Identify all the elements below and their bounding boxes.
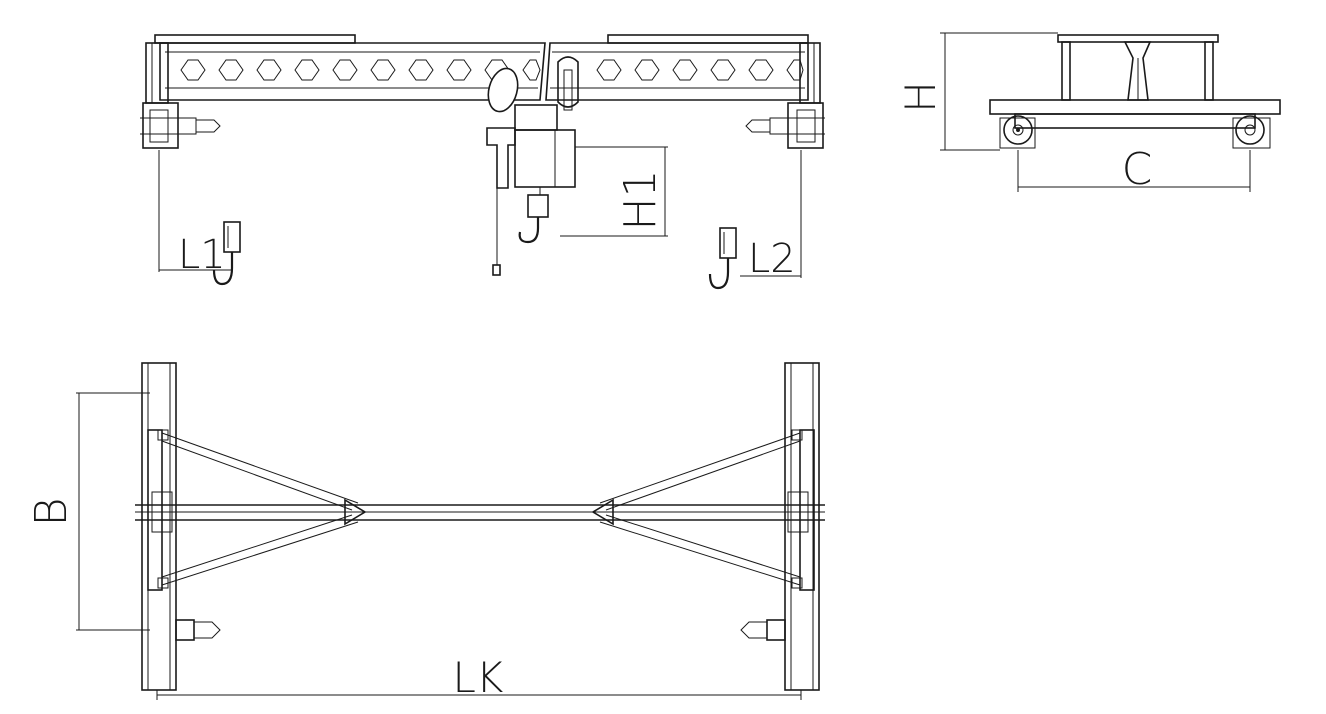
dim-label-l1: L1 <box>178 232 226 278</box>
plan-drive-right <box>740 619 786 641</box>
hook-icon-right <box>708 227 737 290</box>
hook-icon-left <box>212 221 241 286</box>
girder-left <box>159 42 546 101</box>
trolley-hanger <box>557 56 579 108</box>
side-wheel-right <box>1232 115 1271 149</box>
plan-drive-left <box>175 619 221 641</box>
hoist <box>486 104 576 276</box>
side-wheel-left <box>999 115 1036 149</box>
front-view: H1 L1 L2 <box>140 34 825 290</box>
top-rail-right <box>607 34 809 44</box>
dim-label-b: B <box>26 498 77 527</box>
girder-hexagon-holes <box>180 59 804 81</box>
wheel-block-left <box>140 102 221 149</box>
end-carriage-left <box>145 42 169 104</box>
plan-end-beam-right <box>784 362 820 691</box>
trolley-wheel-left <box>487 67 519 113</box>
hoist-hook <box>518 217 540 244</box>
plan-brace-left <box>157 429 367 589</box>
dim-label-l2: L2 <box>748 236 796 282</box>
plan-brace-right <box>591 429 803 589</box>
side-end-beam <box>989 99 1281 115</box>
top-rail-left <box>154 34 356 44</box>
plan-end-beam-left <box>141 362 177 691</box>
dim-label-h1: H1 <box>615 169 666 230</box>
dim-label-c: C <box>1122 144 1153 195</box>
girder-right <box>545 42 809 101</box>
dim-label-lk: LK <box>453 653 504 702</box>
plan-view: B LK <box>26 362 825 702</box>
wheel-block-right <box>745 102 825 149</box>
side-view: H C <box>896 32 1281 195</box>
dim-label-h: H <box>896 81 945 113</box>
